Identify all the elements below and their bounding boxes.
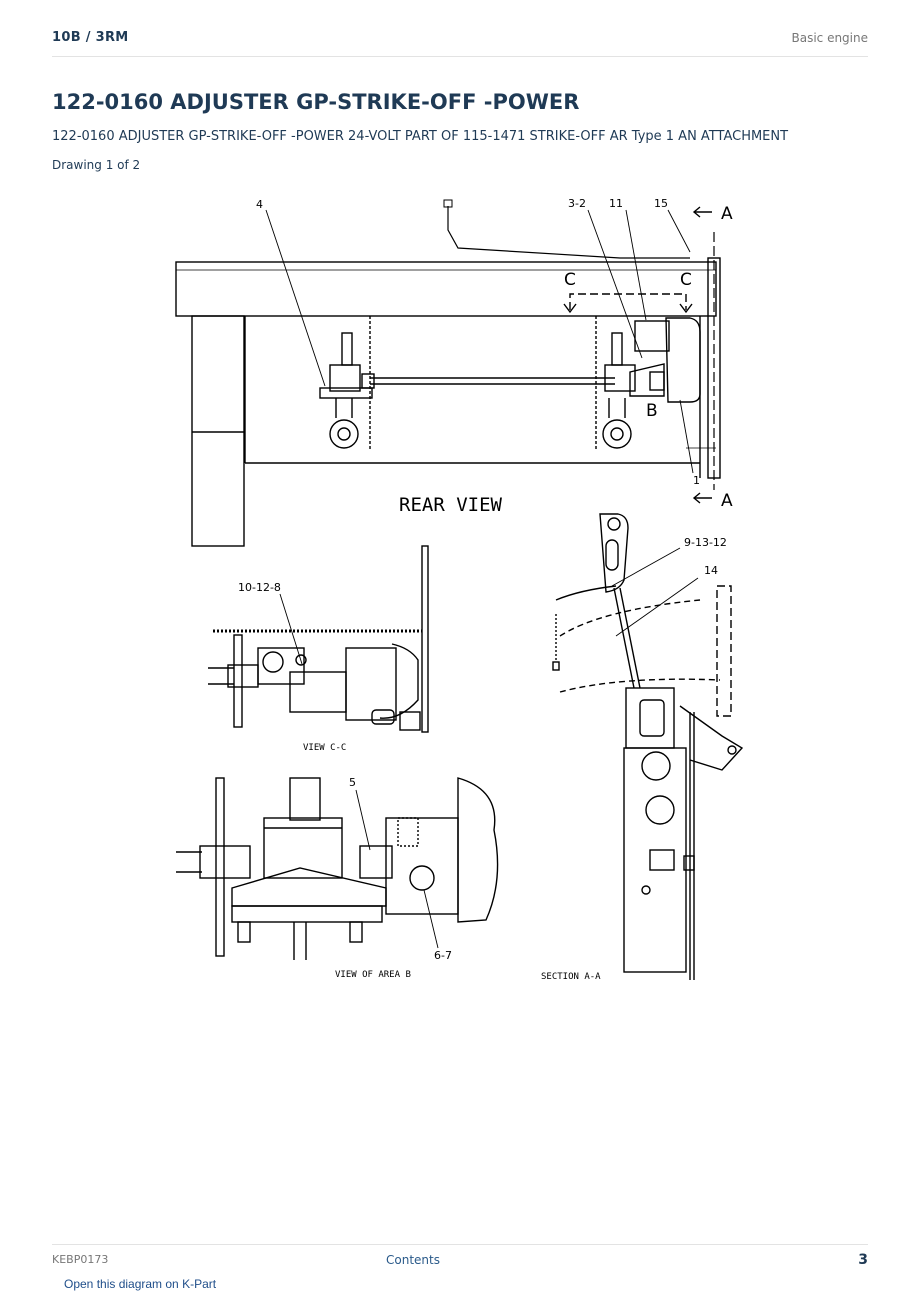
page-number: 3 [858,1252,868,1268]
callout-5: 5 [349,776,356,789]
document-id: KEBP0173 [52,1253,109,1266]
callout-14: 14 [704,564,718,577]
view-area-b-drawing [176,777,499,960]
section-marker-a-bottom: A [721,491,733,511]
view-cc-drawing [208,545,429,733]
callout-10-12-8: 10-12-8 [238,581,281,594]
caption-section-aa: SECTION A-A [541,972,601,982]
footer-divider [52,1244,868,1245]
callout-4: 4 [256,198,263,211]
section-aa-drawing [552,513,744,980]
section-marker-c-right: C [680,270,692,290]
callout-9-13-12: 9-13-12 [684,536,727,549]
section-marker-a-top: A [721,204,733,224]
page-header: 10B / 3RM Basic engine [52,0,868,57]
part-description: 122-0160 ADJUSTER GP-STRIKE-OFF -POWER 2… [52,129,789,144]
rear-view-drawing [175,199,721,547]
parts-diagram: 4 3-2 11 15 1 10-12-8 9-13-12 14 5 6-7 A… [175,197,744,982]
callout-6-7: 6-7 [434,949,452,962]
contents-link[interactable]: Contents [386,1253,440,1267]
page-title: 122-0160 ADJUSTER GP-STRIKE-OFF -POWER [52,90,580,114]
drawing-label: Drawing 1 of 2 [52,158,141,172]
caption-view-cc: VIEW C-C [303,743,346,753]
section-label: 10B / 3RM [52,30,129,45]
callout-11: 11 [609,197,623,210]
caption-view-area-b: VIEW OF AREA B [335,970,411,980]
callout-15: 15 [654,197,668,210]
caption-rear-view: REAR VIEW [399,494,503,516]
open-kpart-link[interactable]: Open this diagram on K-Part [64,1277,217,1291]
area-marker-b: B [646,401,658,421]
category-label: Basic engine [791,31,868,45]
section-marker-c-left: C [564,270,576,290]
callout-1: 1 [693,474,700,487]
callout-3-2: 3-2 [568,197,586,210]
